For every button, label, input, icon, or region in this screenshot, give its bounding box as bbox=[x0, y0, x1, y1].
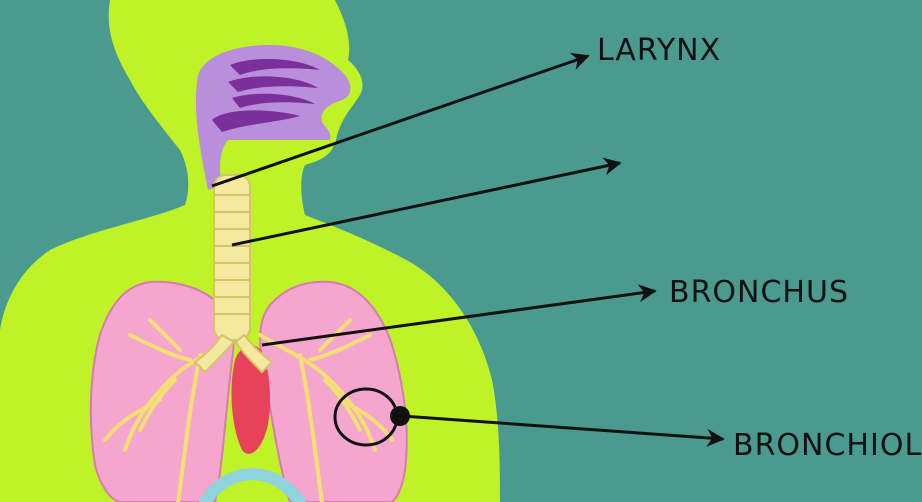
label-larynx: LARYNX bbox=[597, 33, 721, 68]
label-bronchus: BRONCHUS bbox=[669, 275, 849, 310]
heart bbox=[231, 345, 270, 454]
nasal-turbinate-1 bbox=[230, 58, 320, 75]
arrow-bronchus bbox=[261, 284, 657, 347]
arrow-trachea bbox=[231, 157, 622, 247]
trachea bbox=[193, 174, 274, 374]
bronchioles-pointer-dot bbox=[390, 406, 410, 426]
label-bronchioles: BRONCHIOLES bbox=[733, 428, 922, 463]
arrow-larynx bbox=[211, 52, 590, 188]
nasal-turbinate-2 bbox=[228, 76, 318, 92]
diaphragm bbox=[199, 468, 306, 502]
arrow-bronchioles bbox=[401, 414, 725, 447]
nasal-turbinate-3 bbox=[232, 93, 315, 108]
tongue bbox=[212, 110, 300, 132]
pointer-arrows bbox=[211, 52, 725, 447]
